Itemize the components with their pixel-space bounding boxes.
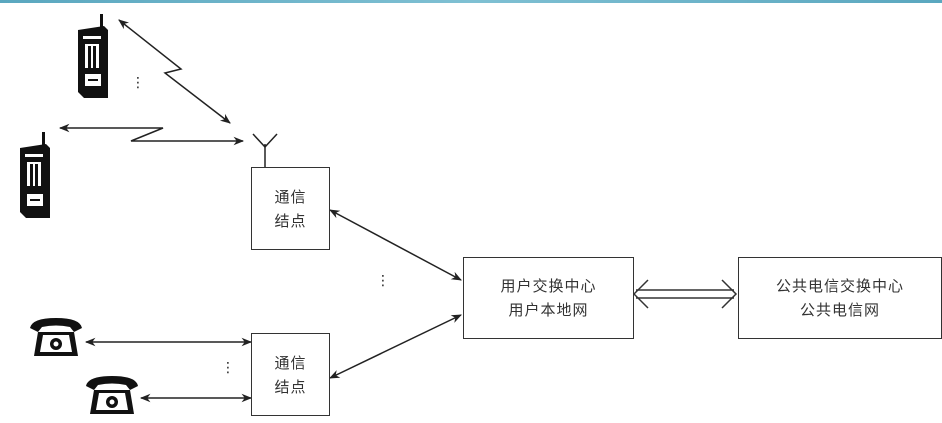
ellipsis-nodes: ⋮ [376, 273, 390, 289]
ellipsis-desk-phones: ⋮ [221, 360, 235, 376]
mobile-phone-icon [78, 14, 108, 98]
node-label-line-2: 结点 [274, 211, 307, 230]
ellipsis-mobiles: ⋮ [131, 75, 145, 91]
node-label-line-1: 通信 [274, 353, 307, 372]
user-switch-label-line-1: 用户交换中心 [500, 277, 597, 295]
public-switching-center: 公共电信交换中心 公共电信网 [738, 257, 942, 339]
comm-node-top: 通信 结点 [251, 167, 330, 250]
mobile-phone-icon [20, 132, 50, 218]
desk-phone-icon [86, 376, 138, 414]
trunk-link-double-arrow [632, 279, 738, 309]
link-node-top-user-switch [329, 209, 462, 281]
link-node-bottom-user-switch [329, 314, 462, 379]
user-switching-center: 用户交换中心 用户本地网 [463, 257, 634, 339]
public-switch-label-line-2: 公共电信网 [799, 301, 880, 319]
node-label-line-1: 通信 [274, 187, 307, 206]
user-switch-label-line-2: 用户本地网 [508, 301, 589, 319]
antenna-icon [252, 133, 278, 168]
top-accent-bar [0, 0, 942, 3]
public-switch-label-line-1: 公共电信交换中心 [775, 277, 904, 295]
comm-node-bottom: 通信 结点 [251, 333, 330, 416]
wireless-link-1 [118, 19, 231, 124]
node-label-line-2: 结点 [274, 377, 307, 396]
wireless-link-2 [58, 123, 245, 146]
desk-phone-icon [30, 318, 82, 356]
